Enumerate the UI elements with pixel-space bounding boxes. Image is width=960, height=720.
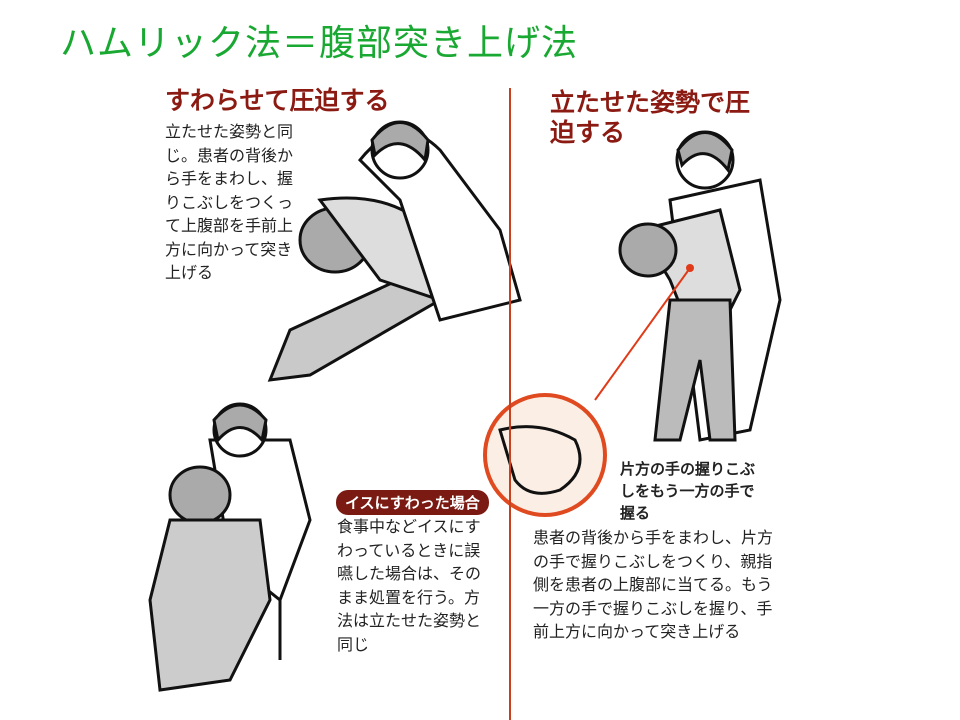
page-title: ハムリック法＝腹部突き上げ法 (60, 23, 579, 64)
divider (509, 88, 511, 720)
standing-illustration (594, 130, 782, 442)
standing-heading: 立たせた姿勢で圧迫する (550, 88, 751, 147)
chair-badge: イスにすわった場合 (336, 490, 489, 515)
hands-caption: 片方の手の握りこぶしをもう一方の手で握る (620, 460, 756, 522)
standing-text: 患者の背後から手をまわし、片方の手で握りこぶしをつくり、親指側を患者の上腹部に当… (533, 528, 774, 641)
chair-illustration (148, 402, 312, 692)
chair-text: 食事中などイスにすわっているときに誤嚥した場合は、そのまま処置を行う。方法は立た… (337, 517, 482, 654)
seated-heading: すわらせて圧迫する (165, 86, 390, 115)
hands-closeup (483, 393, 607, 517)
seated-floor-illustration (267, 120, 522, 382)
seated-text: 立たせた姿勢と同じ。患者の背後から手をまわし、握りこぶしをつくって上腹部を手前上… (165, 122, 294, 282)
